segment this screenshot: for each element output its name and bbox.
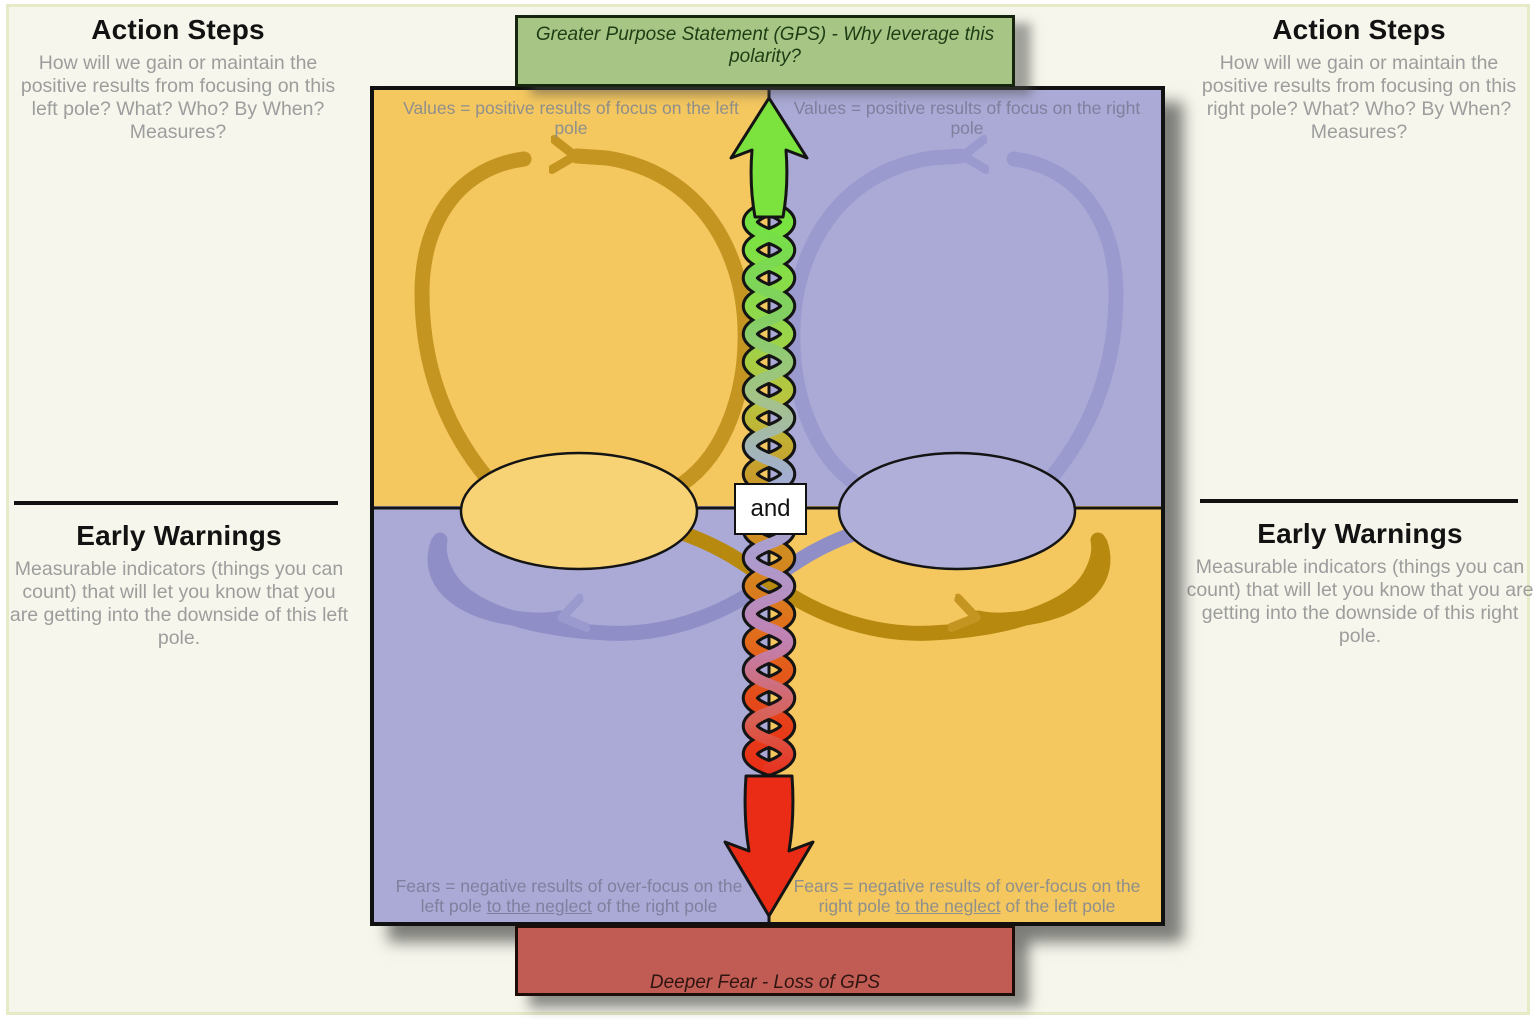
polarity-loops-graphic (374, 90, 1161, 922)
right-action-steps-section: Action Steps How will we gain or maintai… (1188, 14, 1530, 144)
right-pole-ellipse (837, 451, 1077, 571)
left-action-steps-title: Action Steps (91, 14, 265, 45)
right-divider (1200, 499, 1518, 503)
left-early-warnings-section: Early Warnings Measurable indicators (th… (6, 520, 352, 650)
right-early-warnings-body: Measurable indicators (things you can co… (1186, 556, 1534, 647)
deeper-fear-label: Deeper Fear - Loss of GPS (649, 972, 881, 993)
top-right-quadrant-label: Values = positive results of focus on th… (793, 98, 1141, 139)
left-early-warnings-body: Measurable indicators (things you can co… (9, 558, 349, 649)
bottom-left-quadrant-label: Fears = negative results of over-focus o… (395, 876, 743, 917)
greater-purpose-banner: Greater Purpose Statement (GPS) - Why le… (515, 15, 1015, 87)
right-action-steps-body: How will we gain or maintain the positiv… (1201, 52, 1517, 143)
bottom-right-quadrant-label: Fears = negative results of over-focus o… (793, 876, 1141, 917)
left-action-steps-section: Action Steps How will we gain or maintai… (8, 14, 348, 144)
right-early-warnings-section: Early Warnings Measurable indicators (th… (1186, 518, 1534, 648)
top-left-quadrant-label: Values = positive results of focus on th… (403, 98, 739, 139)
right-early-warnings-title: Early Warnings (1257, 518, 1463, 549)
and-label: and (750, 495, 791, 522)
polarity-map: Values = positive results of focus on th… (370, 86, 1165, 926)
right-action-steps-title: Action Steps (1272, 14, 1446, 45)
greater-purpose-label: Greater Purpose Statement (GPS) - Why le… (535, 24, 995, 67)
left-divider (14, 501, 338, 505)
down-arrow-icon (723, 774, 815, 918)
up-arrow-icon (729, 96, 809, 219)
and-box: and (734, 483, 807, 535)
left-pole-ellipse (459, 451, 699, 571)
left-early-warnings-title: Early Warnings (76, 520, 282, 551)
deeper-fear-banner: Deeper Fear - Loss of GPS (515, 925, 1015, 996)
left-action-steps-body: How will we gain or maintain the positiv… (20, 52, 336, 143)
